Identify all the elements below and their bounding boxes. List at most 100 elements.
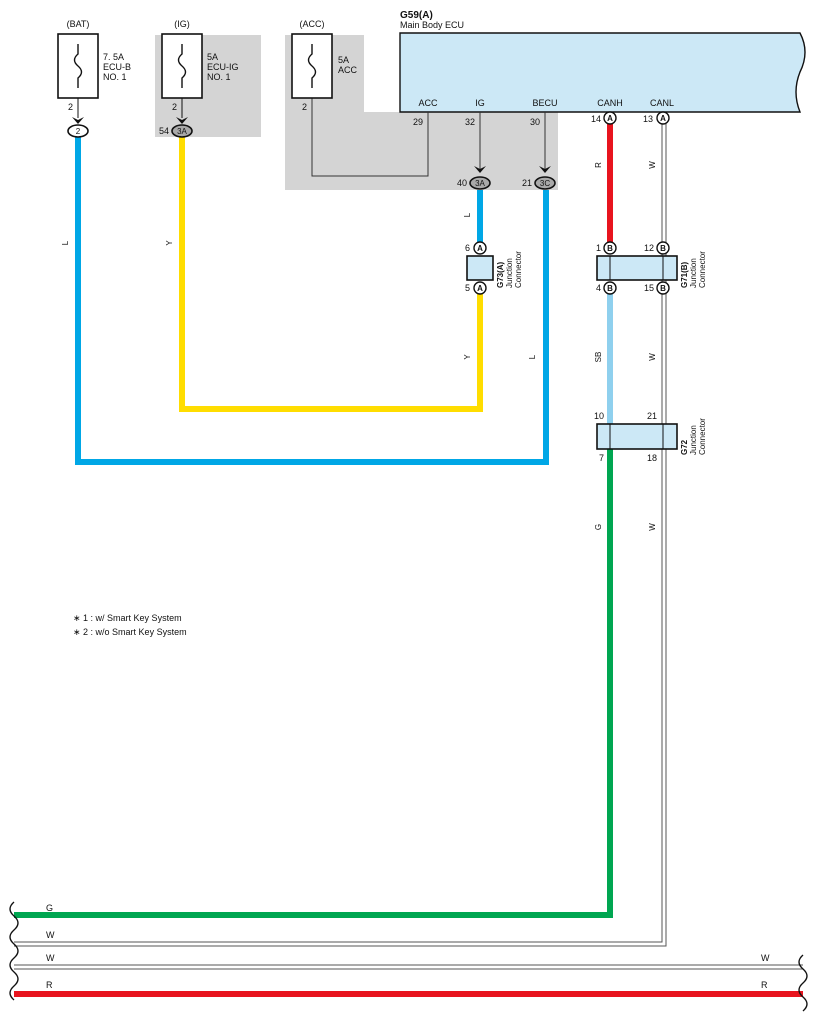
ig-3a-pin: 40: [457, 178, 467, 188]
main-body-ecu-box: [399, 32, 806, 113]
bus-label-w2-right: W: [761, 953, 770, 963]
ecu-terminal-canl: CANL: [650, 98, 674, 108]
g73-bottom-pin: 5: [465, 283, 470, 293]
g73-top-conn: A: [477, 244, 483, 253]
canh-pin-circle: [603, 111, 617, 125]
canl-pin-circle: [656, 111, 670, 125]
canl-top-wire-color: W: [648, 161, 657, 169]
ecu-pin-becu: 30: [530, 117, 540, 127]
ig-lower-wire-color: Y: [463, 354, 472, 360]
g71-pin15: 15: [644, 283, 654, 293]
g71-pin1-conn: B: [607, 244, 613, 253]
bus-label-r-left: R: [46, 980, 53, 990]
g72-junction-box: [596, 423, 678, 450]
g71-pin4-circle: [603, 281, 617, 295]
bus-label-g: G: [46, 903, 53, 913]
g73-top-pin-circle: [473, 241, 487, 255]
g73-line2: Connector: [514, 251, 523, 288]
ecu-terminal-becu: BECU: [532, 98, 557, 108]
canl-low-wire-color: W: [648, 523, 657, 531]
ig-fuse-no: NO. 1: [207, 72, 231, 82]
bat-wire: [75, 137, 549, 465]
g73-junction-box: [466, 255, 494, 281]
note-smart-key-2: ∗ 2 : w/o Smart Key System: [73, 627, 187, 637]
ig-fuse-name: ECU-IG: [207, 62, 239, 72]
g71-code: G71(B): [680, 261, 689, 288]
ecu-pin-acc: 29: [413, 117, 423, 127]
g73-code: G73(A): [496, 261, 505, 288]
ig-supply-label: (IG): [174, 19, 190, 29]
bat-fuse-rating: 7. 5A: [103, 52, 124, 62]
bus-label-w2-left: W: [46, 953, 55, 963]
g73-top-pin: 6: [465, 243, 470, 253]
acc-fuse-icon: [307, 44, 317, 88]
bus-label-w1: W: [46, 930, 55, 940]
g73-bottom-conn: A: [477, 284, 483, 293]
g71-pin4-conn: B: [607, 284, 613, 293]
g71-pin4: 4: [596, 283, 601, 293]
g71-pin1-circle: [603, 241, 617, 255]
g71-pin12: 12: [644, 243, 654, 253]
ecu-name: Main Body ECU: [400, 20, 464, 30]
g71-pin12-circle: [656, 241, 670, 255]
g71-pin15-circle: [656, 281, 670, 295]
g72-pin10: 10: [594, 411, 604, 421]
g71-pin12-conn: B: [660, 244, 666, 253]
canl-mid-wire-color: W: [648, 353, 657, 361]
ig-connector-pin: 54: [159, 126, 169, 136]
becu-3c-oval: [534, 176, 556, 190]
g72-line2: Connector: [698, 418, 707, 455]
bat-fuse-icon: [73, 44, 83, 88]
g71-pin15-conn: B: [660, 284, 666, 293]
g72-pin21: 21: [647, 411, 657, 421]
ig-wire: [179, 137, 483, 412]
becu-3c-pin: 21: [522, 178, 532, 188]
canh-low-wire-color: G: [594, 524, 603, 530]
bus-label-r-right: R: [761, 980, 768, 990]
ig-fuse-icon: [177, 44, 187, 88]
g72-pin18: 18: [647, 453, 657, 463]
bat-connector-label: 2: [76, 127, 81, 136]
ig-fuse-rating: 5A: [207, 52, 218, 62]
bat-supply-label: (BAT): [67, 19, 90, 29]
ecu-terminal-canh: CANH: [597, 98, 623, 108]
g73-line1: Junction: [505, 258, 514, 288]
bat-wire-color: L: [61, 240, 70, 245]
ig-connector-oval: [171, 124, 193, 138]
g72-pin7: 7: [599, 453, 604, 463]
acc-thin-wire: [311, 90, 429, 177]
ecu-code: G59(A): [400, 10, 433, 21]
ig-3a-oval: [469, 176, 491, 190]
ecu-pin-ig: 32: [465, 117, 475, 127]
bat-fuse-no: NO. 1: [103, 72, 127, 82]
bat-fuse-name: ECU-B: [103, 62, 131, 72]
g71-line2: Connector: [698, 251, 707, 288]
canh-pin-conn: A: [607, 114, 613, 123]
becu-3c-arrow-icon: [539, 166, 551, 173]
acc-fuse-name: ACC: [338, 65, 358, 75]
g73-bottom-pin-circle: [473, 281, 487, 295]
ecu-pin-canl: 13: [643, 114, 653, 124]
note-smart-key-1: ∗ 1 : w/ Smart Key System: [73, 613, 182, 623]
ecu-terminal-ig: IG: [475, 98, 485, 108]
canh-mid-wire-color: SB: [594, 352, 603, 363]
ig-3a-label: 3A: [475, 179, 485, 188]
bat-connector-oval: [67, 124, 89, 138]
ig-3a-arrow-icon: [474, 166, 486, 173]
ecu-pin-canh: 14: [591, 114, 601, 124]
acc-fuse-rating: 5A: [338, 55, 349, 65]
ig-fuse-pin: 2: [172, 102, 177, 112]
canl-pin-conn: A: [660, 114, 666, 123]
ecu-terminal-acc: ACC: [418, 98, 438, 108]
g73-top-wire-color: L: [463, 212, 472, 217]
g71-pin1: 1: [596, 243, 601, 253]
canh-top-wire-color: R: [594, 162, 603, 168]
ig-arrow-icon: [176, 117, 188, 124]
left-break-line: [9, 901, 19, 1001]
g72-code: G72: [680, 439, 689, 455]
bat-fuse-pin: 2: [68, 102, 73, 112]
acc-fuse-pin: 2: [302, 102, 307, 112]
right-break-line: [798, 954, 808, 1012]
becu-3c-label: 3C: [540, 179, 550, 188]
